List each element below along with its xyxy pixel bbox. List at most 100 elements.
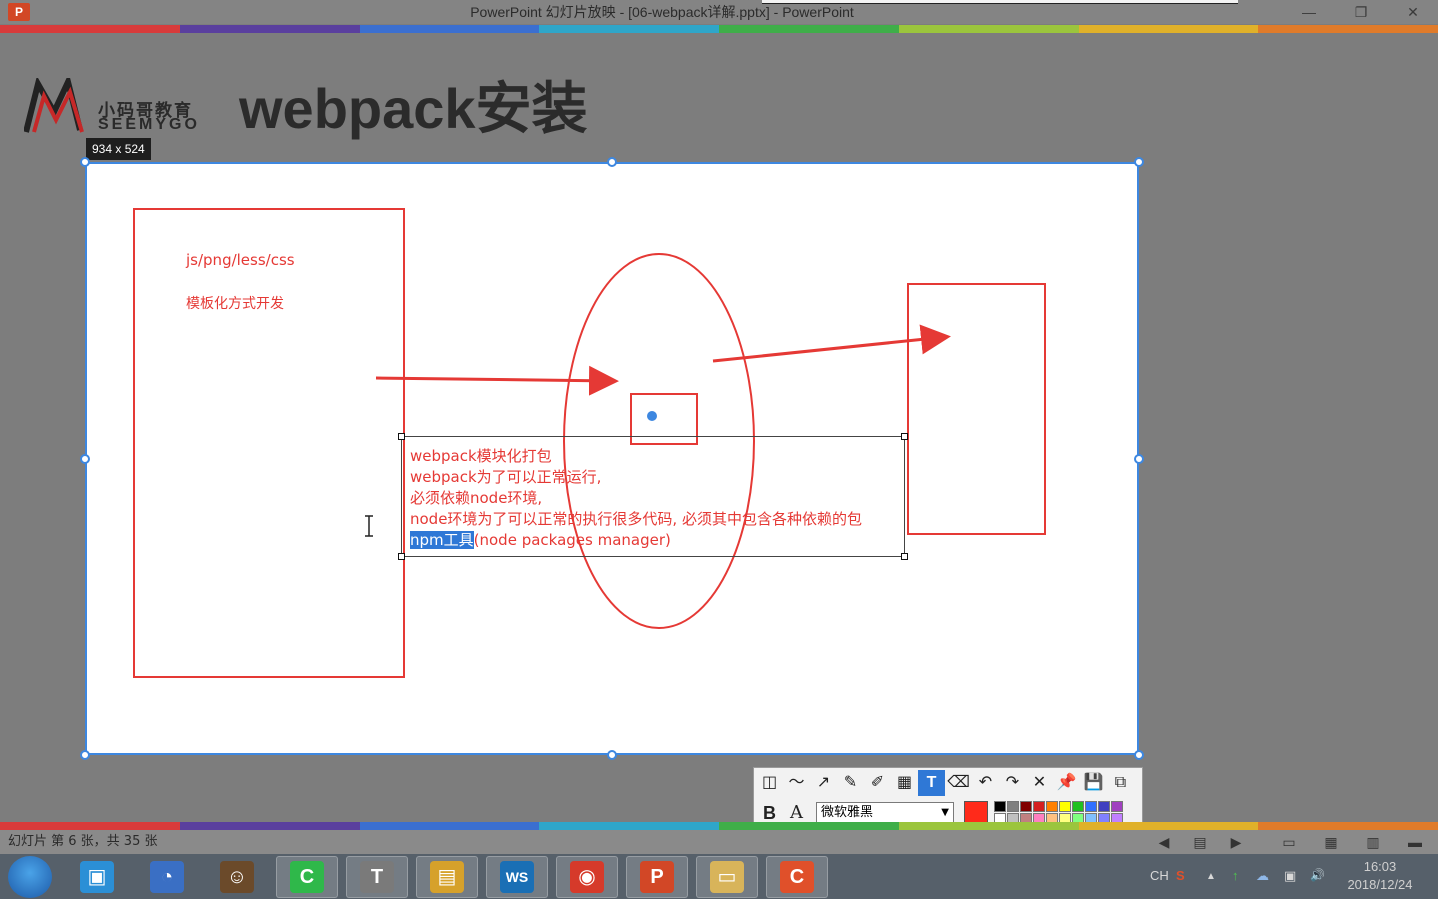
undo-tool-icon[interactable]: ↶ bbox=[978, 774, 993, 791]
highlighter-tool-icon[interactable]: ✐ bbox=[870, 774, 885, 791]
menu-icon[interactable]: ▤ bbox=[1193, 834, 1207, 850]
arrow-tool-icon[interactable]: ↗ bbox=[816, 774, 831, 791]
selected-text[interactable]: npm工具 bbox=[410, 531, 474, 549]
palette-swatch[interactable] bbox=[1046, 801, 1058, 812]
capture-size-badge: 934 x 524 bbox=[86, 138, 151, 160]
annotation-canvas[interactable]: js/png/less/css 模板化方式开发 webpack模块化打包 web… bbox=[85, 162, 1139, 755]
start-button[interactable] bbox=[8, 856, 52, 898]
slide-counter: 幻灯片 第 6 张，共 35 张 bbox=[8, 834, 158, 849]
core-small-box[interactable] bbox=[630, 393, 698, 445]
palette-swatch[interactable] bbox=[1020, 801, 1032, 812]
reading-view-icon[interactable]: ▥ bbox=[1366, 834, 1380, 850]
volume-icon[interactable]: 🔊 bbox=[1310, 868, 1325, 882]
strip-segment bbox=[359, 822, 540, 830]
font-select[interactable]: 微软雅黑 ▼ bbox=[816, 802, 954, 824]
close-tool-icon[interactable]: ✕ bbox=[1032, 774, 1047, 791]
camtasia-app[interactable]: C bbox=[276, 856, 338, 898]
webpack-ellipse[interactable] bbox=[563, 253, 755, 629]
region-handle-tl[interactable] bbox=[80, 157, 90, 167]
slideshow-icon[interactable]: ▬ bbox=[1408, 834, 1422, 850]
drawing-layer[interactable] bbox=[87, 164, 1137, 753]
avatar-icon: ☺ bbox=[220, 861, 254, 893]
textbox-handle-bl[interactable] bbox=[398, 553, 405, 560]
text-tool-icon[interactable]: T bbox=[918, 770, 945, 796]
strip-segment bbox=[179, 25, 360, 33]
camtasia-icon: C bbox=[290, 861, 324, 893]
chrome-app[interactable]: ◉ bbox=[556, 856, 618, 898]
pin-tool-icon[interactable]: 📌 bbox=[1056, 774, 1077, 791]
strip-segment bbox=[0, 822, 180, 830]
palette-swatch[interactable] bbox=[1033, 801, 1045, 812]
previous-icon[interactable]: ◀ bbox=[1158, 834, 1170, 850]
textbox-line: webpack为了可以正常运行, bbox=[410, 468, 602, 486]
textbox-handle-tl[interactable] bbox=[398, 433, 405, 440]
copy-tool-icon[interactable]: ⧉ bbox=[1114, 774, 1127, 791]
palette-swatch[interactable] bbox=[1007, 801, 1019, 812]
restore-button[interactable]: ❐ bbox=[1354, 4, 1368, 20]
powerpoint-app[interactable]: P bbox=[626, 856, 688, 898]
upload-icon[interactable]: ↑ bbox=[1232, 868, 1239, 883]
region-handle-tr[interactable] bbox=[1134, 157, 1144, 167]
system-clock[interactable]: 16:03 2018/12/24 bbox=[1340, 858, 1420, 894]
clock-date: 2018/12/24 bbox=[1347, 877, 1413, 892]
normal-view-icon[interactable]: ▭ bbox=[1282, 834, 1296, 850]
textbox-line-tail: (node packages manager) bbox=[473, 531, 671, 549]
source-files-box[interactable] bbox=[133, 208, 405, 678]
next-icon[interactable]: ▶ bbox=[1230, 834, 1242, 850]
bold-button[interactable]: B bbox=[763, 803, 776, 823]
ime-indicator[interactable]: CH bbox=[1150, 868, 1169, 883]
curve-tool-icon[interactable]: 〜 bbox=[788, 774, 805, 791]
strip-segment bbox=[1258, 25, 1438, 33]
file-manager-app[interactable]: ▣ bbox=[66, 856, 128, 898]
palette-swatch[interactable] bbox=[1098, 801, 1110, 812]
eraser-tool-icon[interactable]: ⌫ bbox=[947, 774, 970, 791]
powerpoint-icon: P bbox=[8, 3, 30, 21]
notes-app[interactable]: ▤ bbox=[416, 856, 478, 898]
font-style-button[interactable]: A bbox=[790, 802, 803, 823]
explorer-app[interactable]: ▭ bbox=[696, 856, 758, 898]
region-handle-bottom[interactable] bbox=[607, 750, 617, 760]
ibeam-cursor-icon bbox=[365, 515, 373, 537]
browser-app[interactable]: ◔ bbox=[136, 856, 198, 898]
textbox-handle-tr[interactable] bbox=[901, 433, 908, 440]
slide-sorter-icon[interactable]: ▦ bbox=[1324, 834, 1338, 850]
palette-swatch[interactable] bbox=[994, 801, 1006, 812]
palette-swatch[interactable] bbox=[1059, 801, 1071, 812]
save-tool-icon[interactable]: 💾 bbox=[1083, 774, 1104, 791]
input-arrow[interactable] bbox=[375, 365, 619, 396]
region-handle-br[interactable] bbox=[1134, 750, 1144, 760]
window-title: PowerPoint 幻灯片放映 - [06-webpack详解.pptx] -… bbox=[470, 4, 854, 20]
explorer-icon: ▭ bbox=[710, 861, 744, 893]
palette-swatch[interactable] bbox=[1111, 801, 1123, 812]
textbox-handle-br[interactable] bbox=[901, 553, 908, 560]
palette-swatch[interactable] bbox=[1072, 801, 1084, 812]
mosaic-tool-icon[interactable]: ▦ bbox=[896, 774, 913, 791]
close-button[interactable]: ✕ bbox=[1407, 4, 1419, 20]
palette-swatch[interactable] bbox=[1085, 801, 1097, 812]
redo-tool-icon[interactable]: ↷ bbox=[1005, 774, 1020, 791]
region-handle-right[interactable] bbox=[1134, 454, 1144, 464]
region-handle-bl[interactable] bbox=[80, 750, 90, 760]
pen-tool-icon[interactable]: ✎ bbox=[843, 774, 858, 791]
strip-segment bbox=[539, 822, 719, 830]
sogou-icon[interactable]: S bbox=[1176, 868, 1185, 883]
shape-tool-icon[interactable]: ◫ bbox=[761, 774, 778, 791]
minimize-button[interactable]: — bbox=[1302, 4, 1316, 20]
webstorm-app[interactable]: WS bbox=[486, 856, 548, 898]
file-manager-icon: ▣ bbox=[80, 861, 114, 893]
output-arrow[interactable] bbox=[712, 324, 951, 363]
strip-segment bbox=[1078, 822, 1259, 830]
typora-icon: T bbox=[360, 861, 394, 893]
region-handle-top[interactable] bbox=[607, 157, 617, 167]
avatar-app[interactable]: ☺ bbox=[206, 856, 268, 898]
output-box[interactable] bbox=[907, 283, 1046, 535]
show-hidden-icons-icon[interactable]: ▲ bbox=[1206, 871, 1216, 882]
typora-app[interactable]: T bbox=[346, 856, 408, 898]
annotation-textbox[interactable]: webpack模块化打包 webpack为了可以正常运行, 必须依赖node环境… bbox=[398, 433, 908, 560]
network-icon[interactable]: ▣ bbox=[1284, 868, 1297, 883]
strip-segment bbox=[719, 822, 899, 830]
region-handle-left[interactable] bbox=[80, 454, 90, 464]
cloud-icon[interactable]: ☁ bbox=[1256, 868, 1269, 883]
source-note-modular: 模板化方式开发 bbox=[186, 296, 284, 312]
recorder-app[interactable]: C bbox=[766, 856, 828, 898]
